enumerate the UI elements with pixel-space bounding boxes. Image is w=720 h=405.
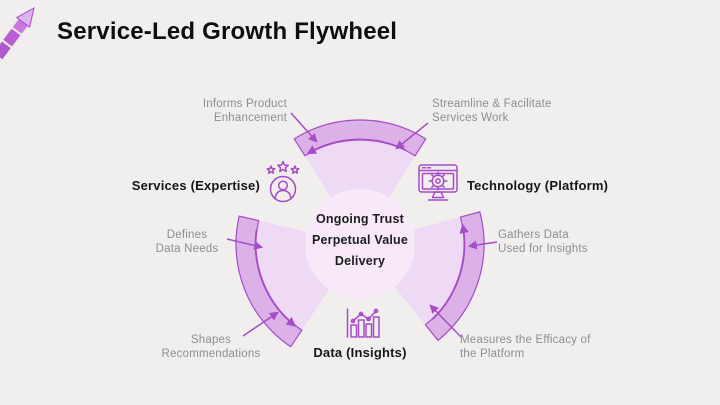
annotation-arrow (226, 238, 264, 250)
annotation-line: Shapes (190, 334, 232, 346)
rising-arrow-logo-icon (0, 7, 35, 60)
annotation-line: Used for Insights (498, 243, 588, 255)
annotation-line: Enhancement (213, 112, 287, 124)
annotation-line: the Platform (460, 348, 525, 360)
annotation-gathers-data: Gathers Data Used for Insights (498, 228, 628, 256)
annotation-shapes-recommendations: Shapes Recommendations (152, 333, 270, 361)
annotation-line: Gathers Data (498, 229, 569, 241)
annotation-arrow (395, 122, 429, 150)
annotation-measures-efficacy: Measures the Efficacy of the Platform (460, 333, 630, 361)
annotation-line: Streamline & Facilitate (432, 98, 552, 110)
annotation-arrow (429, 304, 462, 338)
segment-label-data: Data (Insights) (313, 345, 407, 360)
annotation-line: Services Work (432, 112, 509, 124)
segment-label-technology: Technology (Platform) (467, 178, 609, 193)
annotation-line: Measures the Efficacy of (460, 334, 591, 346)
flywheel-center-text: Ongoing Trust Perpetual Value Delivery (292, 209, 428, 272)
slide-title: Service-Led Growth Flywheel (57, 18, 398, 45)
bar-chart-icon (346, 308, 380, 338)
center-line-1: Ongoing Trust (315, 212, 404, 226)
annotation-arrow (242, 311, 279, 337)
annotation-line: Informs Product (202, 98, 287, 110)
center-line-2: Perpetual Value (311, 233, 409, 247)
center-line-3: Delivery (334, 254, 386, 268)
annotation-arrow (467, 240, 498, 250)
annotation-line: Recommendations (161, 348, 261, 360)
annotation-line: Defines (166, 229, 208, 241)
annotation-streamline-facilitate: Streamline & Facilitate Services Work (432, 97, 582, 125)
people-stars-icon (266, 160, 300, 203)
rotation-arrow (432, 223, 469, 320)
annotation-informs-product: Informs Product Enhancement (167, 97, 287, 125)
flywheel-center-circle (305, 189, 415, 299)
annotation-line: Data Needs (155, 243, 219, 255)
annotation-defines-data-needs: Defines Data Needs (143, 228, 231, 256)
annotation-arrow (290, 112, 318, 143)
segment-label-services: Services (Expertise) (131, 178, 260, 193)
flywheel-wedge (294, 120, 426, 244)
monitor-gear-icon (418, 164, 458, 201)
